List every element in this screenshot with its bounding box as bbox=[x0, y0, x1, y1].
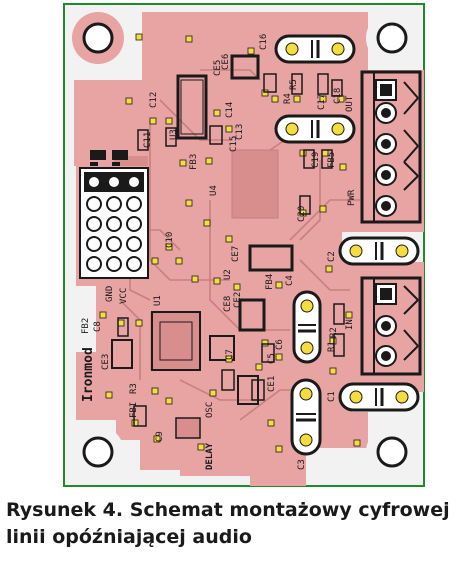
label-c4: C4 bbox=[285, 275, 295, 286]
label-r3: R3 bbox=[129, 383, 139, 394]
ic-u3 bbox=[176, 74, 208, 140]
label-fbi: FBI bbox=[129, 402, 139, 418]
label-ce7: CE7 bbox=[231, 246, 241, 262]
label-c19: C19 bbox=[311, 152, 321, 168]
label-r4: R4 bbox=[283, 93, 293, 104]
label-fb5: FB5 bbox=[327, 152, 337, 168]
cap-ce2 bbox=[209, 335, 235, 361]
jumper-header bbox=[79, 150, 149, 279]
label-c9: C9 bbox=[155, 431, 165, 442]
label-c7: C7 bbox=[225, 349, 235, 360]
capacitor-c16 bbox=[274, 34, 356, 64]
silkscreen-labels: CE6 C16 CE5 C12 C11 U3 FB3 C13 C15 C14 R… bbox=[81, 34, 357, 470]
label-ce8: CE8 bbox=[223, 296, 233, 312]
label-c15: C15 bbox=[229, 136, 239, 152]
label-fb4: FB4 bbox=[265, 274, 275, 290]
ic-u4 bbox=[231, 149, 279, 219]
label-ce5: CE5 bbox=[213, 60, 223, 76]
label-c3: C3 bbox=[297, 459, 307, 470]
label-c14: C14 bbox=[225, 102, 235, 118]
ic-u1 bbox=[151, 311, 201, 371]
label-r5: R5 bbox=[289, 79, 299, 90]
mounting-hole-top-right bbox=[366, 12, 418, 64]
terminal-block-in bbox=[360, 276, 422, 376]
capacitor-c2 bbox=[338, 236, 420, 266]
label-c8: C8 bbox=[93, 321, 103, 332]
mounting-hole-bottom-left bbox=[72, 426, 124, 478]
brand-logo: Ironmod bbox=[81, 347, 96, 402]
smd-outlines bbox=[117, 73, 345, 427]
label-c1: C1 bbox=[327, 391, 337, 402]
cap-ce8 bbox=[238, 298, 266, 332]
label-ce2: CE2 bbox=[233, 292, 243, 308]
label-c6: C6 bbox=[275, 339, 285, 350]
label-c20: C20 bbox=[297, 206, 307, 222]
cap-ce3 bbox=[111, 339, 133, 369]
label-gnd: GND bbox=[105, 286, 115, 302]
label-c12: C12 bbox=[149, 92, 159, 108]
caption-line-1: Rysunek 4. Schemat montażowy cyfrowej bbox=[6, 499, 450, 521]
ic-ce6 bbox=[230, 54, 260, 80]
label-c10: C10 bbox=[165, 232, 175, 248]
label-c5: C5 bbox=[267, 353, 277, 364]
label-c11: C11 bbox=[143, 132, 153, 148]
mounting-hole-top-left bbox=[72, 12, 124, 64]
mounting-holes bbox=[72, 12, 418, 478]
label-u4: U4 bbox=[209, 185, 219, 196]
label-osc: OSC bbox=[205, 402, 215, 418]
label-in: IN bbox=[345, 319, 355, 330]
capacitor-c3 bbox=[290, 378, 322, 456]
label-u1: U1 bbox=[153, 295, 163, 306]
label-r2: R2 bbox=[329, 327, 339, 338]
label-delay: DELAY bbox=[205, 442, 215, 470]
label-out: OUT bbox=[345, 95, 355, 112]
label-fb3: FB3 bbox=[189, 154, 199, 170]
capacitor-c4 bbox=[292, 290, 322, 364]
label-u2: U2 bbox=[223, 269, 233, 280]
label-u3: U3 bbox=[169, 129, 179, 140]
pcb-assembly-diagram: CE6 C16 CE5 C12 C11 U3 FB3 C13 C15 C14 R… bbox=[63, 3, 425, 487]
label-pwr: PWR bbox=[347, 189, 357, 206]
label-ce3: CE3 bbox=[101, 354, 111, 370]
ic-u2 bbox=[248, 244, 294, 272]
label-ce6: CE6 bbox=[221, 54, 231, 70]
capacitor-c13 bbox=[274, 114, 356, 144]
capacitor-c1 bbox=[338, 382, 420, 412]
cap-ce1 bbox=[237, 375, 259, 405]
figure-caption: Rysunek 4. Schemat montażowy cyfrowej li… bbox=[6, 497, 466, 551]
caption-line-2: linii opóźniającej audio bbox=[6, 526, 252, 548]
label-vcc: VCC bbox=[119, 288, 129, 304]
mounting-hole-bottom-right bbox=[366, 426, 418, 478]
pcb-figure: CE6 C16 CE5 C12 C11 U3 FB3 C13 C15 C14 R… bbox=[63, 3, 425, 487]
crystal-osc bbox=[175, 417, 201, 439]
label-c13: C13 bbox=[235, 124, 245, 140]
terminal-block-out bbox=[360, 70, 422, 224]
label-c17: C17 bbox=[317, 94, 327, 110]
label-c16: C16 bbox=[259, 34, 269, 50]
label-c2: C2 bbox=[327, 251, 337, 262]
label-r1: R1 bbox=[327, 341, 337, 352]
label-fb2: FB2 bbox=[81, 318, 91, 334]
label-ce1: CE1 bbox=[267, 376, 277, 392]
smd-pads bbox=[99, 33, 361, 453]
label-c18: C18 bbox=[333, 88, 343, 104]
